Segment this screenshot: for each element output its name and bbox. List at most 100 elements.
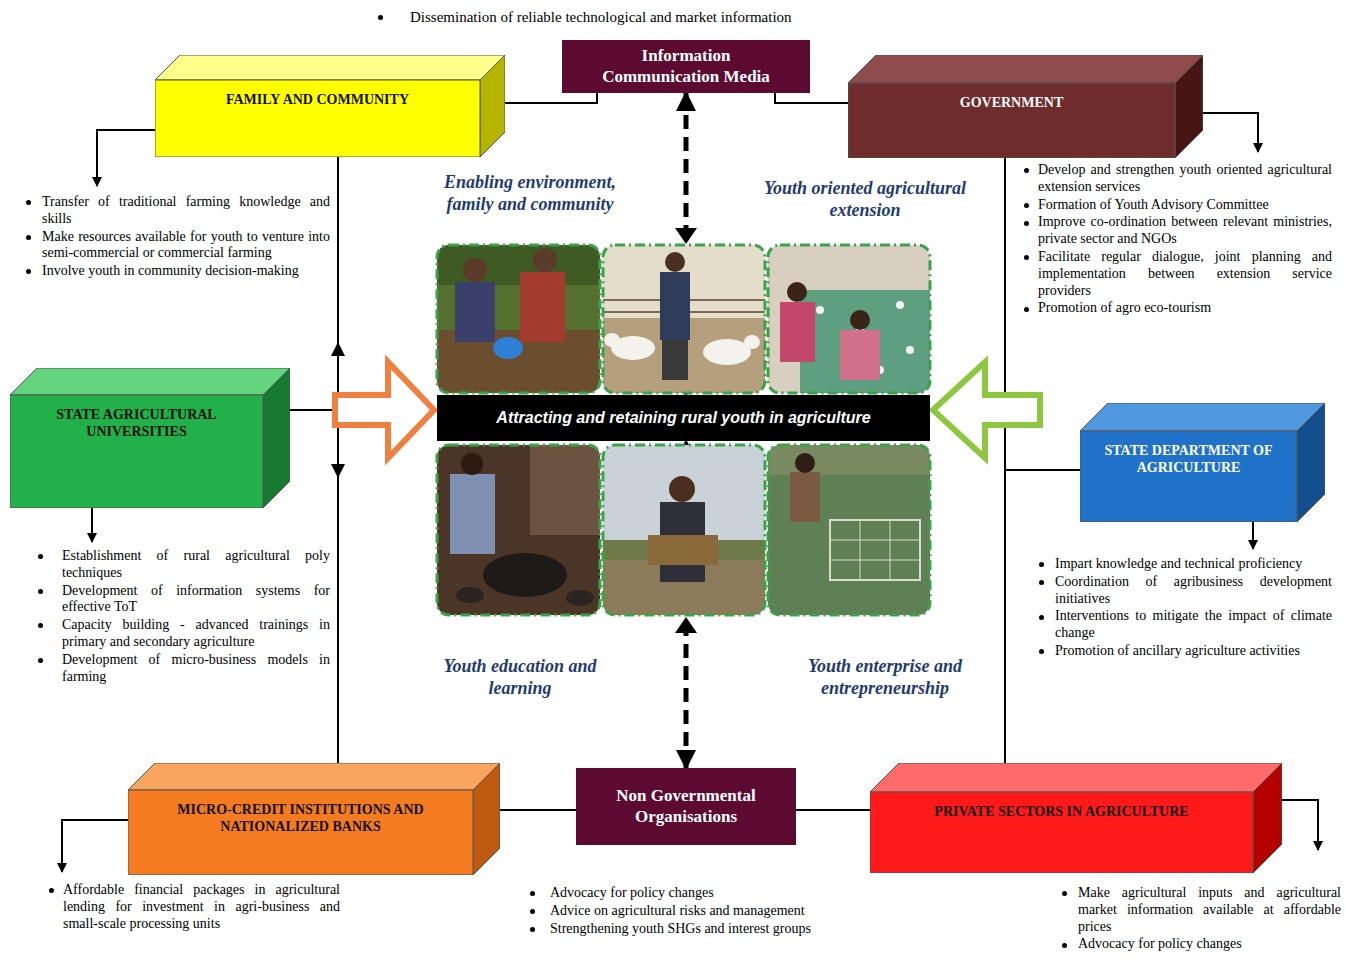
photo-goats-part xyxy=(604,333,620,347)
box-face xyxy=(155,55,505,80)
node-text: PRIVATE SECTORS IN AGRICULTURE xyxy=(878,804,1245,821)
hollow-arrow xyxy=(335,362,434,458)
photo-pigs-part xyxy=(530,445,600,535)
leader-lines-part xyxy=(1282,800,1318,850)
photo-weaving-part xyxy=(800,290,930,393)
node-text: GOVERNMENT xyxy=(856,95,1167,112)
bullet-text: Make agricultural inputs and agricultura… xyxy=(1058,885,1341,935)
node-text: STATE AGRICULTURAL UNIVERSITIES xyxy=(18,407,255,441)
photo-goats-part xyxy=(660,272,690,340)
box-text-area: PRIVATE SECTORS IN AGRICULTURE xyxy=(870,792,1253,833)
bullet-list: Advocacy for policy changesAdvice on agr… xyxy=(520,885,865,938)
photo-pigs-part xyxy=(566,590,594,606)
bullet-text: Formation of Youth Advisory Committee xyxy=(1020,197,1332,214)
bullet-text: Affordable financial packages in agricul… xyxy=(45,882,340,932)
photo-frames-part xyxy=(768,445,930,615)
box-face xyxy=(473,763,500,875)
photo-fish-pond-part xyxy=(890,520,891,580)
photo-farm-work-part xyxy=(437,245,600,285)
photo-fish-pond xyxy=(768,445,930,615)
photo-beekeeping-part xyxy=(603,445,765,615)
bullet-text: Transfer of traditional farming knowledg… xyxy=(22,194,330,228)
ngo-box: Non Governmental Organisations xyxy=(576,768,796,845)
box-face xyxy=(480,55,505,157)
photo-beekeeping-part xyxy=(669,476,695,502)
stakeholder-box: STATE DEPARTMENT OF AGRICULTURE xyxy=(1080,403,1325,522)
box-text-area: GOVERNMENT xyxy=(848,83,1175,124)
bullet-list: Dissemination of reliable technological … xyxy=(370,8,990,27)
box-face xyxy=(848,55,1203,83)
leader-lines-part xyxy=(1203,113,1258,152)
bullet-text: Promotion of agro eco-tourism xyxy=(1020,300,1332,317)
connector-line xyxy=(796,809,870,811)
bullet-text: Advice on agricultural risks and managem… xyxy=(520,903,865,920)
bullet-text: Establishment of rural agricultural poly… xyxy=(22,548,330,582)
bullet-text: Promotion of ancillary agriculture activ… xyxy=(1035,643,1332,660)
box-face xyxy=(10,368,290,395)
photo-goats-part xyxy=(603,245,765,393)
photo-frames-part xyxy=(437,245,600,393)
photo-pigs-part xyxy=(437,445,600,615)
bullet-text: Make resources available for youth to ve… xyxy=(22,229,330,263)
box-face xyxy=(10,395,263,508)
photo-weaving-part xyxy=(840,330,880,380)
arrow-head xyxy=(331,464,345,478)
photo-fish-pond-part xyxy=(830,520,920,580)
photo-farm-work-part xyxy=(533,248,557,272)
bullet-list: Impart knowledge and technical proficien… xyxy=(1035,556,1332,661)
connector-line xyxy=(930,410,1005,763)
photo-frames-part xyxy=(603,245,765,393)
box-face xyxy=(870,792,1253,873)
arrow-head xyxy=(331,342,345,356)
stakeholder-box: MICRO-CREDIT INSTITUTIONS AND NATIONALIZ… xyxy=(128,763,500,875)
photo-weaving-part xyxy=(816,306,824,314)
node-text: FAMILY AND COMMUNITY xyxy=(163,92,472,109)
caption-group: Youth enterprise and entrepreneurship xyxy=(785,656,985,699)
photo-weaving xyxy=(768,245,930,393)
box-face xyxy=(1080,403,1325,431)
quadrant-caption: Youth education and learning xyxy=(425,656,615,699)
quadrant-caption: Youth oriented agricultural extension xyxy=(745,178,985,221)
box-text-area: STATE DEPARTMENT OF AGRICULTURE xyxy=(1080,431,1297,489)
bullet-text: Strengthening youth SHGs and interest gr… xyxy=(520,921,865,938)
box-face xyxy=(1175,55,1203,158)
bullet-text: Impart knowledge and technical proficien… xyxy=(1035,556,1332,573)
box-face xyxy=(1080,431,1297,522)
bullet-text: Facilitate regular dialogue, joint plann… xyxy=(1020,249,1332,299)
bullet-text: Development of micro-business models in … xyxy=(22,652,330,686)
photo-pigs-part xyxy=(450,474,495,554)
arrow-head xyxy=(675,228,697,244)
bullet-text: Advocacy for policy changes xyxy=(1058,936,1341,953)
box-text-area: Attracting and retaining rural youth in … xyxy=(496,408,870,427)
box-text-area: Non Governmental Organisations xyxy=(606,786,766,827)
photo-goats-part xyxy=(665,252,685,272)
box-face xyxy=(128,790,473,875)
caption-group: Youth oriented agricultural extension xyxy=(745,178,985,221)
bullet-text: Dissemination of reliable technological … xyxy=(370,8,990,26)
media-box: Information Communication Media xyxy=(562,40,810,93)
arrow-head xyxy=(675,617,697,633)
bullet-list: Affordable financial packages in agricul… xyxy=(45,882,340,933)
photo-farm-work-part xyxy=(493,337,523,359)
photo-frames-part xyxy=(603,445,765,615)
bullet-text: Advocacy for policy changes xyxy=(520,885,865,902)
node-text: Non Governmental Organisations xyxy=(606,786,766,827)
photo-fish-pond-part xyxy=(790,472,820,522)
box-text-area: STATE AGRICULTURAL UNIVERSITIES xyxy=(10,395,263,453)
photo-weaving-part xyxy=(787,282,807,302)
bullet-text: Improve co-ordination between relevant m… xyxy=(1020,214,1332,248)
photo-beekeeping xyxy=(603,445,765,615)
photo-goats xyxy=(603,245,765,393)
photo-fish-pond-part xyxy=(860,520,861,580)
leader-lines-part xyxy=(1252,522,1254,549)
photo-pigs-part xyxy=(456,587,484,603)
caption-group: Enabling environment, family and communi… xyxy=(425,172,635,215)
photo-farm-work-part xyxy=(455,282,495,342)
box-face xyxy=(1253,763,1282,873)
quadrant-caption: Enabling environment, family and communi… xyxy=(425,172,635,215)
connector-line xyxy=(505,93,597,103)
box-text-area: Information Communication Media xyxy=(593,46,779,87)
photo-frames-part xyxy=(768,245,930,393)
connector-line xyxy=(338,410,437,763)
